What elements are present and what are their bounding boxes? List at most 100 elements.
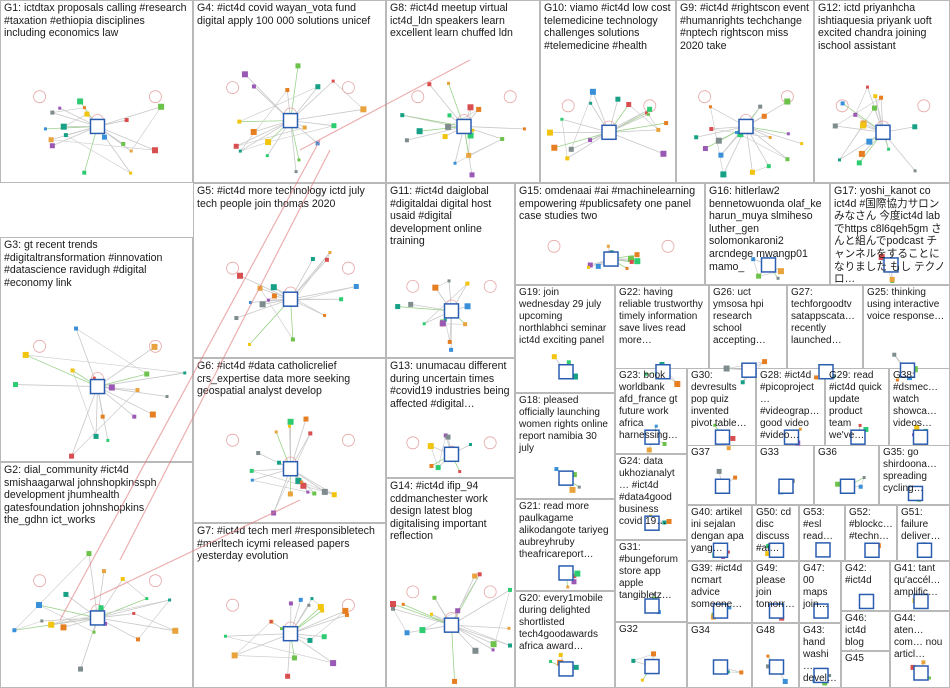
node[interactable]: [522, 127, 526, 131]
node[interactable]: [432, 284, 439, 291]
node[interactable]: [306, 490, 310, 494]
hub-node[interactable]: [443, 617, 460, 633]
node[interactable]: [784, 98, 791, 105]
node[interactable]: [571, 579, 577, 585]
hub-node[interactable]: [783, 429, 800, 445]
node[interactable]: [634, 252, 640, 258]
node[interactable]: [443, 318, 447, 322]
node[interactable]: [251, 84, 256, 89]
node[interactable]: [739, 670, 744, 675]
node[interactable]: [58, 106, 62, 110]
node[interactable]: [303, 416, 309, 422]
node[interactable]: [765, 551, 771, 557]
node[interactable]: [250, 128, 257, 135]
node[interactable]: [508, 643, 512, 648]
hub-node[interactable]: [712, 659, 729, 675]
node[interactable]: [565, 156, 570, 161]
node[interactable]: [878, 253, 885, 260]
node[interactable]: [464, 303, 471, 310]
node[interactable]: [310, 597, 314, 601]
node[interactable]: [271, 510, 277, 516]
node[interactable]: [145, 597, 149, 601]
node[interactable]: [43, 127, 47, 131]
node[interactable]: [879, 95, 884, 100]
hub-node[interactable]: [858, 593, 875, 610]
node[interactable]: [317, 603, 324, 610]
node[interactable]: [889, 276, 895, 282]
node[interactable]: [22, 351, 29, 358]
node[interactable]: [860, 122, 867, 129]
hub-node[interactable]: [655, 363, 671, 380]
node[interactable]: [467, 132, 474, 139]
hub-node[interactable]: [768, 603, 785, 619]
node[interactable]: [644, 111, 648, 115]
node[interactable]: [777, 268, 784, 275]
hub-node[interactable]: [714, 429, 731, 445]
node[interactable]: [572, 574, 577, 579]
node[interactable]: [858, 150, 865, 157]
node[interactable]: [63, 591, 69, 597]
node[interactable]: [853, 112, 858, 117]
node[interactable]: [168, 598, 172, 602]
node[interactable]: [858, 423, 862, 427]
node[interactable]: [828, 674, 832, 678]
node[interactable]: [312, 491, 317, 496]
node[interactable]: [606, 244, 610, 248]
node[interactable]: [287, 418, 294, 425]
node[interactable]: [751, 257, 756, 262]
node[interactable]: [628, 256, 635, 263]
node[interactable]: [269, 620, 273, 624]
node[interactable]: [726, 446, 731, 451]
node[interactable]: [654, 424, 658, 428]
node[interactable]: [60, 123, 67, 130]
node[interactable]: [165, 395, 169, 399]
node[interactable]: [588, 138, 593, 143]
hub-node[interactable]: [644, 429, 660, 445]
hub-node[interactable]: [883, 257, 899, 273]
node[interactable]: [758, 104, 763, 109]
node[interactable]: [910, 664, 916, 670]
node[interactable]: [702, 146, 708, 152]
node[interactable]: [308, 431, 313, 436]
hub-node[interactable]: [741, 362, 757, 378]
node[interactable]: [287, 491, 293, 497]
node[interactable]: [571, 373, 578, 380]
node[interactable]: [149, 411, 156, 418]
hub-node[interactable]: [644, 598, 660, 614]
hub-node[interactable]: [839, 478, 856, 494]
node[interactable]: [469, 443, 473, 447]
node[interactable]: [786, 132, 790, 136]
node[interactable]: [248, 342, 252, 346]
node[interactable]: [391, 606, 395, 611]
node[interactable]: [331, 79, 335, 83]
node[interactable]: [330, 660, 337, 667]
hub-node[interactable]: [850, 429, 866, 445]
hub-node[interactable]: [864, 542, 880, 559]
node[interactable]: [766, 654, 770, 658]
hub-node[interactable]: [712, 542, 729, 559]
node[interactable]: [708, 105, 712, 109]
node[interactable]: [69, 453, 75, 459]
node[interactable]: [151, 343, 158, 350]
node[interactable]: [390, 600, 396, 607]
node[interactable]: [237, 272, 244, 279]
hub-node[interactable]: [282, 460, 299, 477]
node[interactable]: [78, 666, 84, 672]
node[interactable]: [291, 655, 297, 661]
node[interactable]: [467, 104, 474, 111]
node[interactable]: [554, 467, 559, 472]
node[interactable]: [776, 276, 780, 280]
node[interactable]: [491, 648, 495, 652]
node[interactable]: [132, 414, 137, 419]
node[interactable]: [832, 123, 838, 129]
node[interactable]: [101, 569, 106, 574]
node[interactable]: [307, 637, 313, 643]
node[interactable]: [93, 433, 99, 439]
node[interactable]: [100, 414, 105, 419]
hub-node[interactable]: [644, 658, 660, 675]
node[interactable]: [651, 651, 657, 657]
node[interactable]: [77, 98, 84, 105]
node[interactable]: [120, 576, 125, 581]
node[interactable]: [280, 627, 284, 631]
hub-node[interactable]: [899, 362, 916, 378]
